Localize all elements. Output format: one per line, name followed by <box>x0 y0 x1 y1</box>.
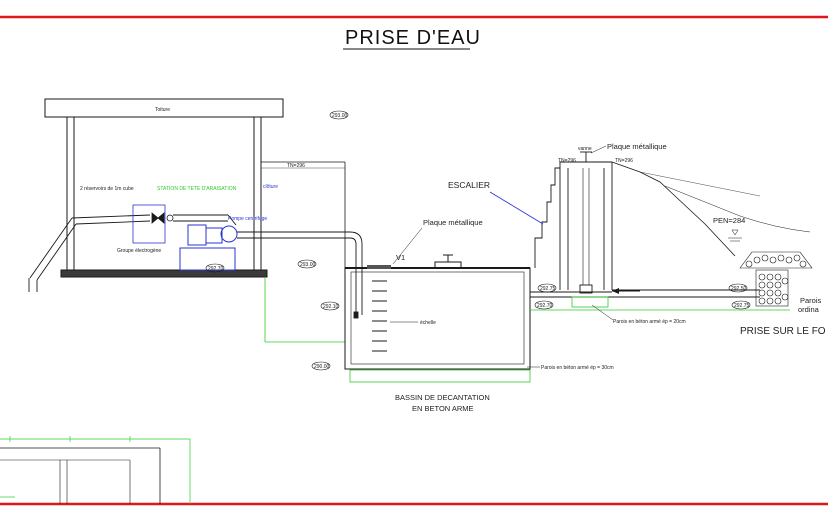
pump-centrifuge <box>179 224 238 271</box>
pompe-label: Pompe centrifuge <box>228 216 267 222</box>
left-column <box>66 116 75 271</box>
right-column <box>253 116 262 271</box>
elev-e6: 290.00 <box>314 364 330 370</box>
hillside <box>611 161 811 257</box>
pen-label: PEN=284 <box>713 216 745 225</box>
shelter-slab <box>60 269 268 278</box>
shelter-structure <box>44 98 284 278</box>
elev-e1: 293.00 <box>332 113 348 119</box>
tn-left-label: TN=296 <box>287 163 305 169</box>
tn-r1-label: TN=296 <box>558 158 576 164</box>
tn-r2-label: TN=296 <box>615 158 633 164</box>
elev-e7: 292.70 <box>537 303 553 309</box>
plaque-mid-leader <box>392 227 423 265</box>
bassin-label-2: EN BETON ARME <box>412 404 474 413</box>
parois20-label: Parois en béton armé ép = 20cm <box>613 319 686 325</box>
ground-left <box>264 277 345 343</box>
reservoirs-label: 2 réservoirs de 1m cube <box>80 186 134 192</box>
drawing-title: PRISE D'EAU <box>345 27 481 49</box>
valve-icon <box>151 212 174 224</box>
elev-e8: 292.50 <box>731 286 747 292</box>
escalier-label: ESCALIER <box>448 180 490 190</box>
parois-cut-1: Parois <box>800 296 822 305</box>
v1-label: V1 <box>396 253 405 262</box>
plaque-right-label: Plaque métallique <box>607 142 667 151</box>
roof <box>44 98 284 118</box>
parois-cut-2: ordina <box>798 305 820 314</box>
inlet-pipe <box>28 214 151 292</box>
elev-e9: 292.75 <box>734 303 750 309</box>
station-label: STATION DE TETE D'ARAISATION <box>157 186 237 192</box>
flow-arrowhead <box>612 288 619 294</box>
water-level-icon <box>728 229 742 242</box>
cloture-fence <box>261 161 346 272</box>
bottom-dimension-line <box>0 436 191 504</box>
elev-e3: 293.00 <box>300 262 316 268</box>
prise-sur-label: PRISE SUR LE FO <box>740 326 826 337</box>
reservoirs-box <box>132 204 166 244</box>
intake-base-green <box>571 296 609 308</box>
elev-e4: 292.10 <box>323 304 339 310</box>
parois30-label: Parois en béton armé ép = 30cm <box>541 365 614 371</box>
vanne-label: vanne <box>578 146 592 152</box>
ladder-echelle <box>372 280 387 352</box>
v1-hatch <box>367 265 391 269</box>
escalier-leader <box>489 191 544 225</box>
intake-structure <box>530 151 760 298</box>
bottom-partial-view <box>0 447 161 504</box>
elevation-labels: 293.00 292.70 293.00 292.10 290.00 292.7… <box>208 113 750 370</box>
masonry-intake <box>739 251 813 307</box>
pump-feed-pipe <box>173 214 237 226</box>
groupe-label: Groupe électrogène <box>117 248 161 254</box>
basin-outer-green <box>349 369 531 383</box>
elevation-markers <box>205 110 751 371</box>
parois20-leader <box>591 304 614 321</box>
bassin-label-1: BASSIN DE DECANTATION <box>395 393 490 402</box>
plaque-right-leader <box>590 145 607 154</box>
decantation-basin <box>344 254 531 370</box>
discharge-pipe <box>237 231 363 319</box>
elev-e2: 292.70 <box>208 266 224 272</box>
elev-e5: 292.75 <box>540 286 556 292</box>
echelle-label: échelle <box>420 320 436 326</box>
cloture-label: clôture <box>263 184 278 190</box>
toiture-label: Toiture <box>155 107 170 113</box>
plaque-mid-label: Plaque métallique <box>423 218 483 227</box>
